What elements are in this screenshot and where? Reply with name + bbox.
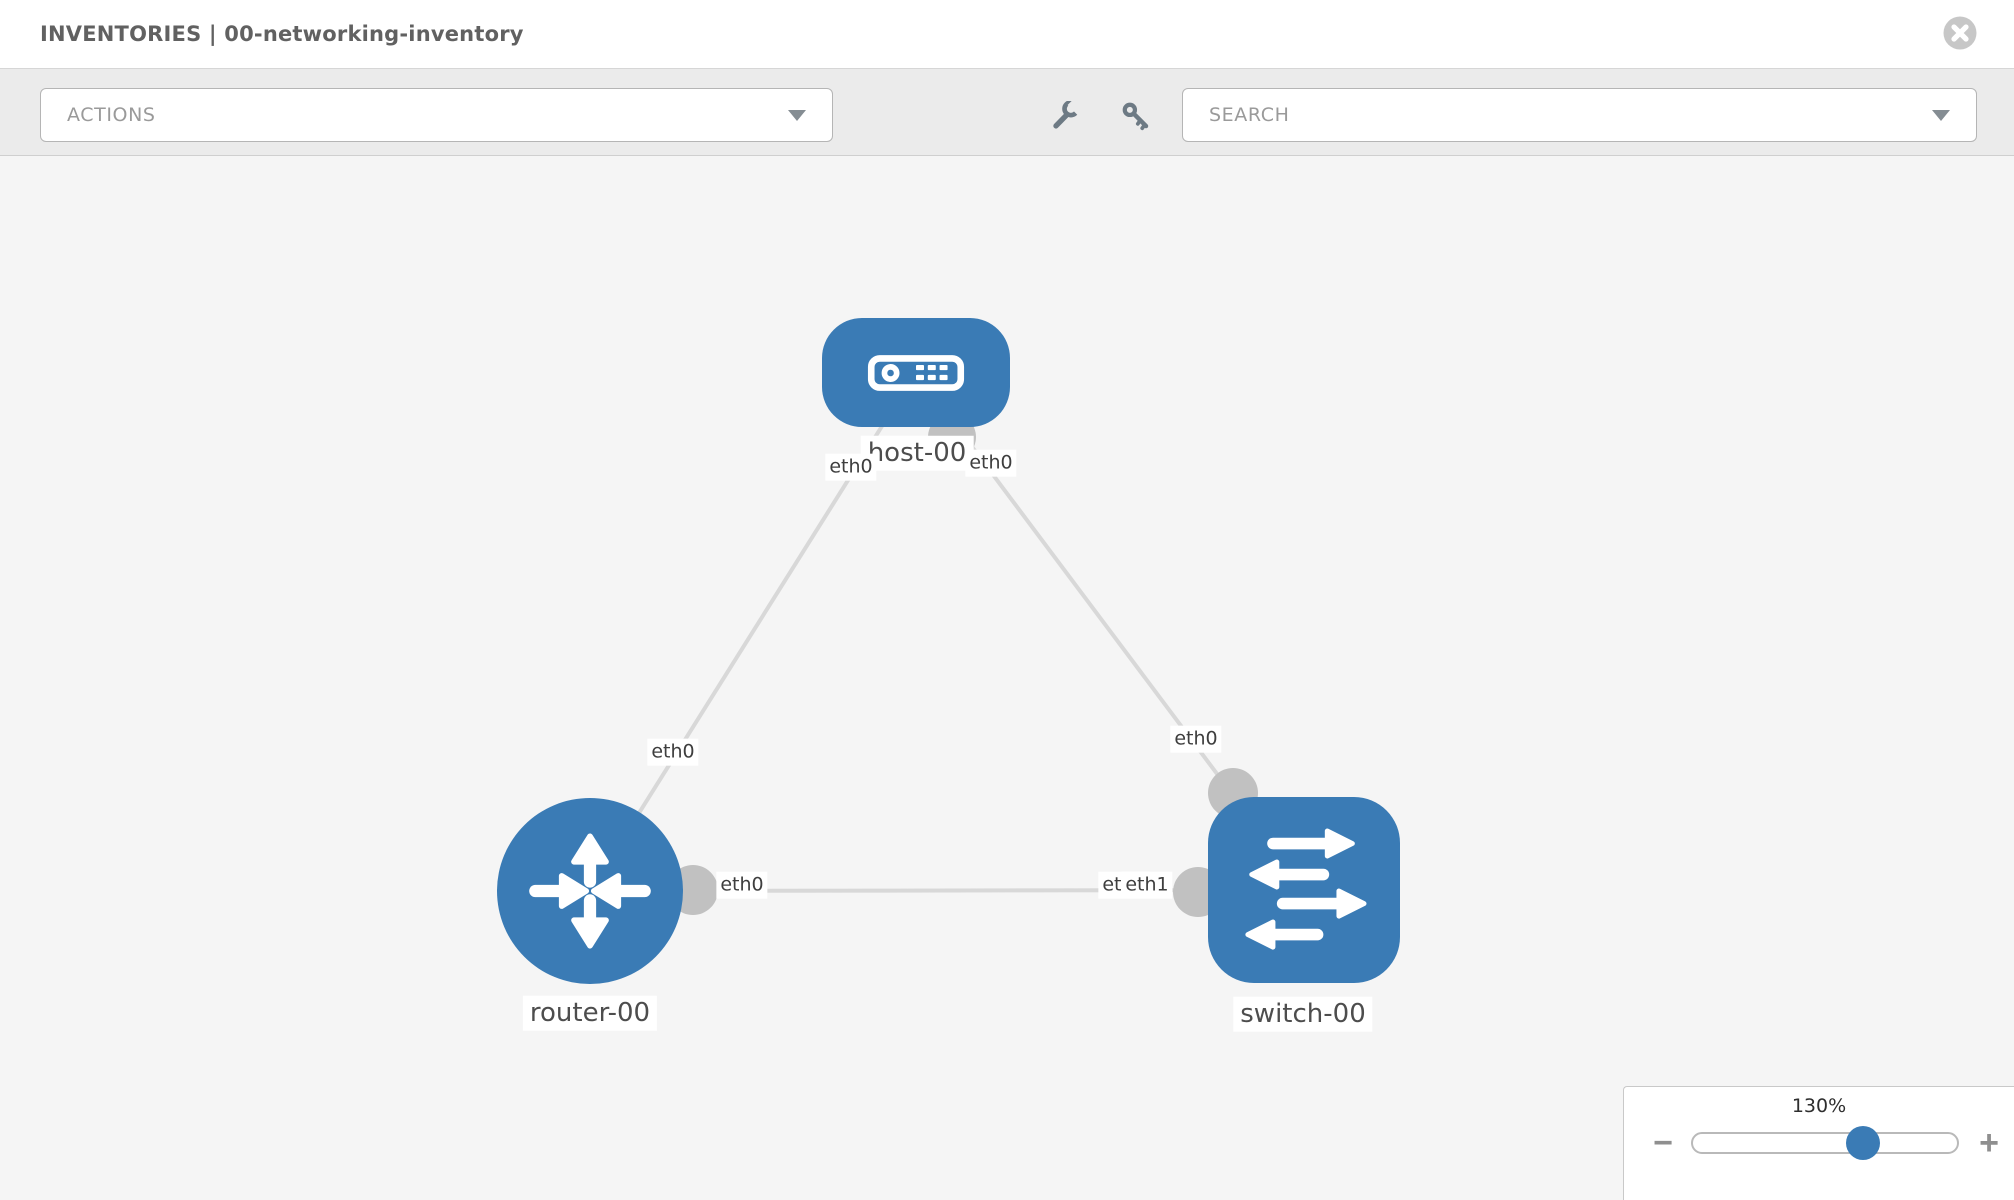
zoom-in-button[interactable]: + bbox=[1969, 1123, 2009, 1163]
switch-icon bbox=[1245, 828, 1367, 950]
topology-canvas[interactable]: host-00 router-00 switch-00 eth0 eth0 et… bbox=[0, 156, 2014, 1200]
zoom-slider-handle[interactable] bbox=[1846, 1126, 1881, 1160]
node-label-router: router-00 bbox=[522, 995, 658, 1031]
zoom-level-value: 130% bbox=[1791, 1095, 1847, 1117]
close-button[interactable] bbox=[1940, 13, 1980, 53]
iface-label: eth0 bbox=[825, 453, 877, 481]
key-icon bbox=[1122, 102, 1148, 130]
host-icon bbox=[867, 354, 965, 391]
iface-label: eth1 bbox=[1121, 871, 1173, 899]
iface-label: eth0 bbox=[647, 738, 699, 766]
actions-dropdown-label: ACTIONS bbox=[67, 104, 156, 126]
close-icon bbox=[1943, 16, 1977, 50]
wrench-icon bbox=[1052, 100, 1082, 129]
key-button[interactable] bbox=[1114, 94, 1158, 138]
chevron-down-icon bbox=[788, 110, 806, 121]
iface-label: eth0 bbox=[716, 871, 768, 899]
actions-dropdown[interactable]: ACTIONS bbox=[40, 88, 833, 142]
panel-header: INVENTORIES | 00-networking-inventory bbox=[0, 0, 2014, 69]
node-host-00[interactable] bbox=[822, 318, 1010, 427]
zoom-out-button[interactable]: − bbox=[1643, 1123, 1683, 1163]
toolbar: ACTIONS SEARCH bbox=[0, 69, 2014, 156]
topology-edges bbox=[588, 370, 1306, 917]
zoom-panel: 130% − + bbox=[1623, 1086, 2014, 1200]
search-dropdown[interactable]: SEARCH bbox=[1182, 88, 1977, 142]
node-label-switch: switch-00 bbox=[1233, 996, 1373, 1032]
node-router-00[interactable] bbox=[497, 798, 683, 984]
chevron-down-icon bbox=[1932, 110, 1950, 121]
page-title: INVENTORIES | 00-networking-inventory bbox=[40, 22, 524, 46]
zoom-slider-track[interactable] bbox=[1691, 1126, 1959, 1160]
iface-label: eth0 bbox=[1170, 725, 1222, 753]
configure-button[interactable] bbox=[1044, 94, 1088, 138]
search-dropdown-label: SEARCH bbox=[1209, 104, 1290, 126]
node-switch-00[interactable] bbox=[1208, 797, 1400, 983]
node-label-host: host-00 bbox=[860, 435, 974, 471]
router-icon bbox=[529, 833, 651, 949]
iface-label: eth0 bbox=[965, 449, 1017, 477]
